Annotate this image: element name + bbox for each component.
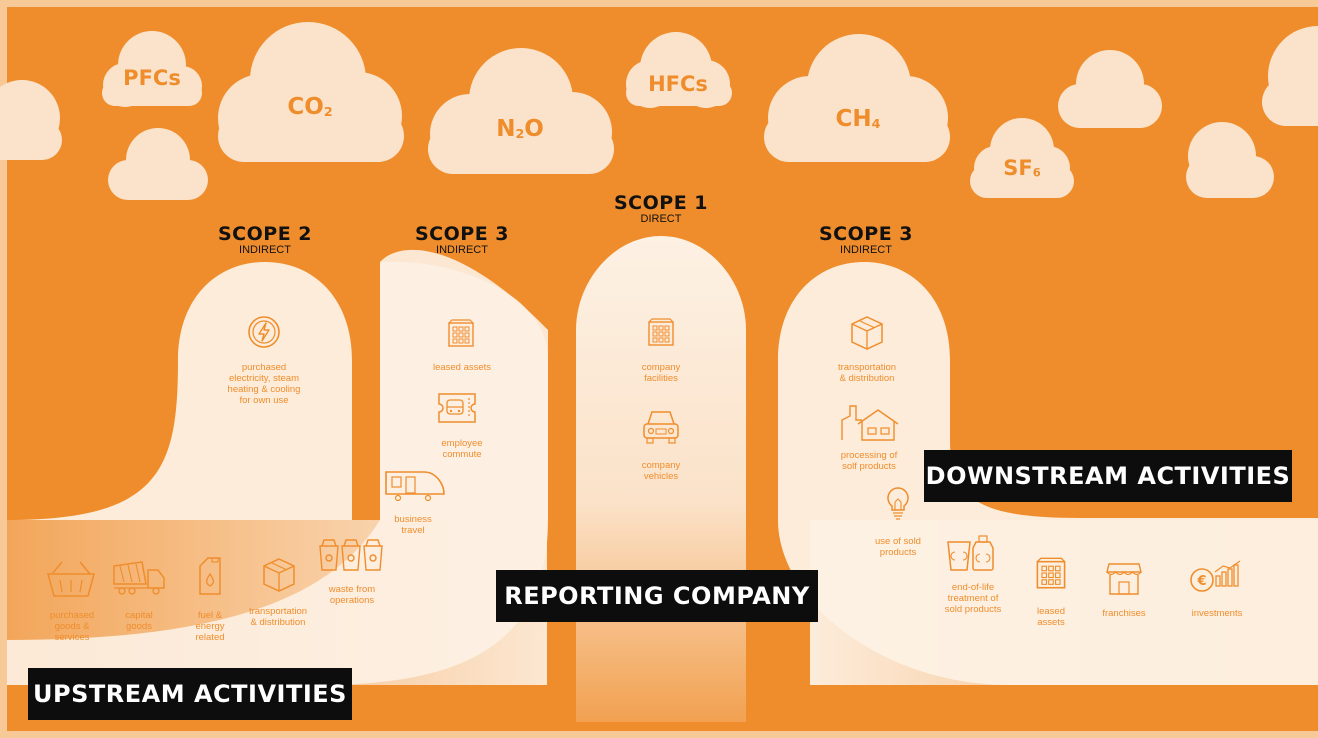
caption-franchises: franchises [1102,608,1146,619]
scope2-title: SCOPE 2 [217,223,313,245]
cement-truck-icon [113,561,165,595]
caption-transportation-upstream: transportation & distribution [248,606,308,628]
scope1-title: SCOPE 1 [613,192,709,214]
lightbulb-icon [887,487,909,520]
upstream-activities-badge: UPSTREAM ACTIVITIES [28,668,352,720]
caption-electricity: purchased electricity, steam heating & c… [227,362,301,406]
scope3-upstream-header: SCOPE 3 INDIRECT [397,224,527,256]
fuel-canister-icon [199,557,221,595]
caption-fuel-energy: fuel & energy related [195,610,225,643]
package-box-icon [851,316,883,350]
scope2-subtitle: INDIRECT [239,244,291,256]
scope3-downstream-path [778,262,1318,685]
scope3-downstream-title: SCOPE 3 [818,223,914,245]
cloud-pfcs [102,31,202,107]
lightning-icon [248,316,280,348]
caption-waste: waste from operations [328,584,376,606]
cloud-small-left [108,128,208,200]
caption-end-of-life: end-of-life treatment of sold products [944,582,1002,615]
gas-hfcs: HFCs [648,72,708,96]
caption-investments: investments [1191,608,1243,619]
cloud-ch4 [764,34,950,162]
caption-employee-commute: employee commute [441,438,483,460]
investment-chart-icon: € [1190,560,1241,592]
scope3-downstream-subtitle: INDIRECT [840,244,892,256]
caption-use-of-sold-products: use of sold products [875,536,921,558]
facility-building-icon [648,318,674,346]
leased-building-icon [1036,557,1066,589]
reporting-company-badge: REPORTING COMPANY [496,570,818,622]
recycle-bin-icon [947,535,994,571]
cloud-n2o [428,48,614,174]
scope1-header: SCOPE 1 DIRECT [596,193,726,225]
scope3-upstream-subtitle: INDIRECT [436,244,488,256]
car-icon [643,411,679,444]
cloud-hfcs [626,32,732,108]
clouds [0,22,1318,200]
basket-icon [47,561,95,597]
downstream-activities-badge: DOWNSTREAM ACTIVITIES [924,450,1292,502]
svg-text:€: € [1196,574,1206,589]
waste-bins-icon [319,539,383,571]
cloud-small-right [1058,50,1162,128]
factory-house-icon [841,405,899,441]
caption-capital-goods: capital goods [125,610,153,632]
scope3-upstream-title: SCOPE 3 [414,223,510,245]
scope3-downstream-header: SCOPE 3 INDIRECT [801,224,931,256]
caption-company-vehicles: company vehicles [641,460,681,482]
train-icon [385,471,445,502]
scope2-path [7,262,352,520]
caption-purchased-goods: purchased goods & services [49,610,95,643]
commute-ticket-icon [438,393,476,423]
cloud-co2 [218,22,404,162]
building-icon [448,319,474,347]
gas-n2o: N2O [496,116,544,142]
scope1-subtitle: DIRECT [640,213,682,225]
cloud-lower-right [1186,122,1274,198]
gas-co2: CO2 [287,94,333,120]
caption-company-facilities: company facilities [641,362,681,384]
gas-pfcs: PFCs [123,66,181,90]
gas-sf6: SF6 [1003,156,1041,180]
scope3-upstream-top [380,249,548,521]
gas-ch4: CH4 [835,106,881,132]
cloud-far-left [0,80,62,160]
shipping-box-icon [263,558,295,592]
storefront-icon [1106,563,1142,595]
scope2-header: SCOPE 2 INDIRECT [200,224,330,256]
caption-processing: processing of solf products [840,450,898,472]
cloud-far-right [1262,26,1318,126]
caption-transportation-downstream: transportation & distribution [837,362,897,384]
caption-leased-assets-downstream: leased assets [1037,606,1065,628]
caption-business-travel: business travel [394,514,432,536]
caption-leased-assets-upstream: leased assets [432,362,492,373]
cloud-sf6 [970,118,1074,198]
